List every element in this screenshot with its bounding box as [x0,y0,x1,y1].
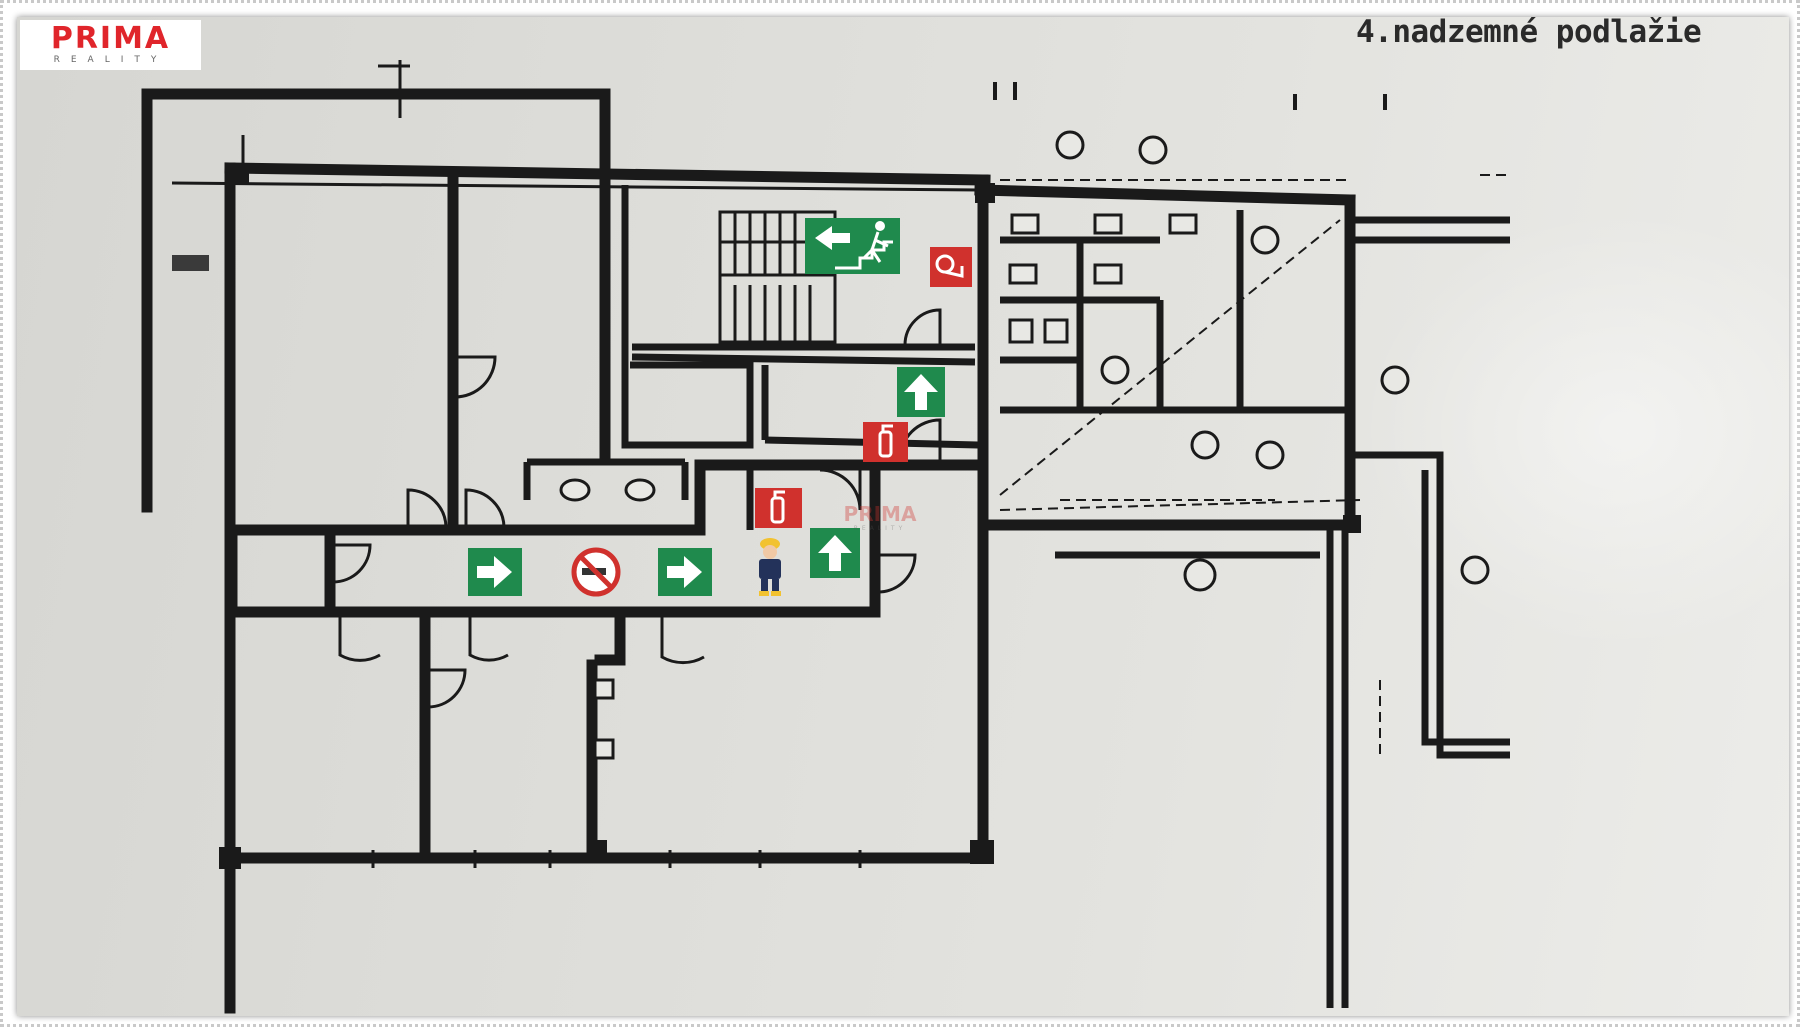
inner-walls [523,185,1510,1008]
brand-subtitle: REALITY [53,55,168,65]
emergency-exit-stairs-icon [805,218,900,274]
stairs [718,210,837,344]
watermark-name: PRIMA [844,502,917,526]
doors [332,308,942,709]
brand-name: PRIMA [50,21,171,56]
sanitary-fixtures [559,130,1490,760]
exit-arrow-right-icon [658,548,712,596]
brand-logo: PRIMA REALITY [20,20,201,70]
window-marks [171,60,981,868]
exit-arrow-right-icon [468,548,522,596]
top-markers [993,82,1387,110]
no-smoking-icon [571,547,621,597]
watermark-subtitle: REALITY [854,525,907,532]
fire-extinguisher-icon [863,422,908,462]
fire-hose-icon [930,247,972,287]
walls [141,88,1361,1014]
watermark: PRIMA REALITY [844,502,917,532]
exit-arrow-up-icon [810,528,860,578]
firefighter-icon [759,538,781,596]
service-dashed-lines [999,174,1510,760]
columns [219,163,1361,869]
floor-title: 4.nadzemné podlažie [1356,14,1702,50]
unit-label [172,255,209,271]
exit-arrow-up-icon [897,367,945,417]
fire-extinguisher-icon [755,488,802,528]
photo-glare [1360,210,1800,650]
